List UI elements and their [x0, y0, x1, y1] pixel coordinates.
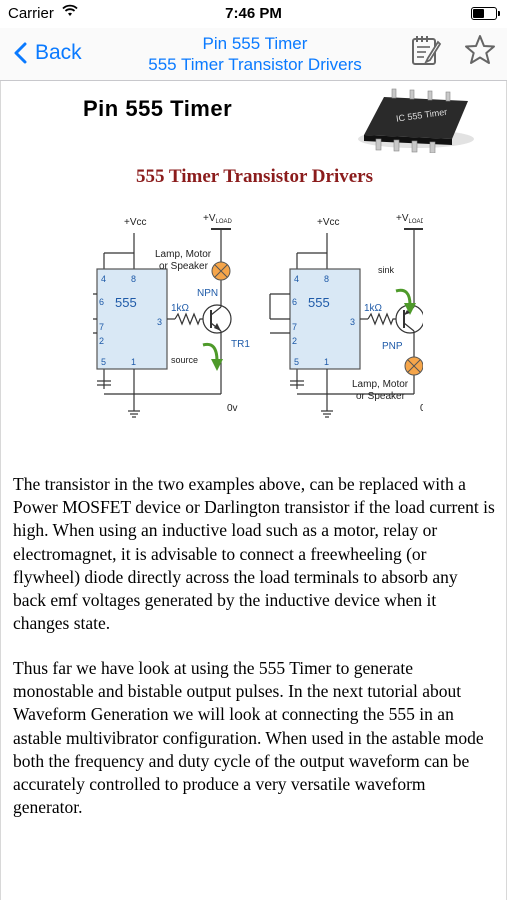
nav-title-line1: Pin 555 Timer — [202, 34, 308, 53]
vload-label: +VLOAD — [203, 213, 233, 225]
res-label: 1kΩ — [364, 303, 383, 314]
body-paragraph: Thus far we have look at using the 555 T… — [13, 658, 484, 818]
notepad-edit-icon[interactable] — [408, 32, 444, 68]
pnp-driver-circuit — [269, 228, 423, 418]
pin-label: 5 — [101, 357, 106, 367]
carrier-label: Carrier — [8, 5, 54, 22]
back-button[interactable]: Back — [14, 36, 82, 70]
pin-label: 6 — [99, 297, 104, 307]
pnp-label: PNP — [382, 341, 403, 352]
pin-label: 2 — [99, 336, 104, 346]
nav-title-line2: 555 Timer Transistor Drivers — [148, 55, 362, 74]
pin-label: 5 — [294, 357, 299, 367]
pin-label: 1 — [324, 357, 329, 367]
star-icon[interactable] — [462, 32, 498, 68]
back-label: Back — [35, 41, 82, 64]
chevron-left-icon — [14, 42, 27, 64]
transistor-driver-diagram: +Vcc +VLOAD Lamp, Motor or Speaker NPN T… — [93, 213, 423, 418]
body-paragraph: The transistor in the two examples above… — [13, 474, 495, 634]
vcc-label: +Vcc — [124, 217, 147, 228]
sink-label: sink — [378, 265, 395, 275]
vload-label: +VLOAD — [396, 213, 423, 225]
zero-v-label: 0v — [227, 403, 238, 414]
npn-label: NPN — [197, 288, 218, 299]
vcc-label: +Vcc — [317, 217, 340, 228]
status-time: 7:46 PM — [225, 5, 282, 22]
ic-label: 555 — [115, 295, 137, 310]
load-label-line1: Lamp, Motor — [155, 249, 212, 260]
npn-driver-circuit — [93, 228, 232, 418]
status-bar: Carrier 7:46 PM — [0, 0, 507, 28]
source-label: source — [171, 355, 198, 365]
section-title: 555 Timer Transistor Drivers — [136, 166, 373, 187]
pin-label: 1 — [131, 357, 136, 367]
nav-title: Pin 555 Timer 555 Timer Transistor Drive… — [110, 33, 400, 75]
res-label: 1kΩ — [171, 303, 190, 314]
load-label-line1: Lamp, Motor — [352, 379, 409, 390]
battery-icon — [471, 7, 500, 20]
pin-label: 7 — [292, 322, 297, 332]
load-label-line2: or Speaker — [356, 391, 406, 402]
page-title: Pin 555 Timer — [83, 96, 233, 121]
wifi-icon — [62, 4, 78, 21]
article-content: Pin 555 Timer IC 555 Timer 555 Timer Tra… — [0, 81, 507, 900]
pin-label: 7 — [99, 322, 104, 332]
ic-label: 555 — [308, 295, 330, 310]
ic-chip-image: IC 555 Timer — [358, 88, 474, 153]
pin-label: 3 — [157, 317, 162, 327]
zero-v-label: 0v — [420, 403, 423, 414]
pin-label: 4 — [294, 274, 299, 284]
pin-label: 3 — [350, 317, 355, 327]
pin-label: 8 — [324, 274, 329, 284]
pin-label: 8 — [131, 274, 136, 284]
pin-label: 6 — [292, 297, 297, 307]
navigation-bar: Back Pin 555 Timer 555 Timer Transistor … — [0, 28, 507, 81]
load-label-line2: or Speaker — [159, 261, 209, 272]
pin-label: 4 — [101, 274, 106, 284]
pin-label: 2 — [292, 336, 297, 346]
tr1-label: TR1 — [231, 339, 250, 350]
